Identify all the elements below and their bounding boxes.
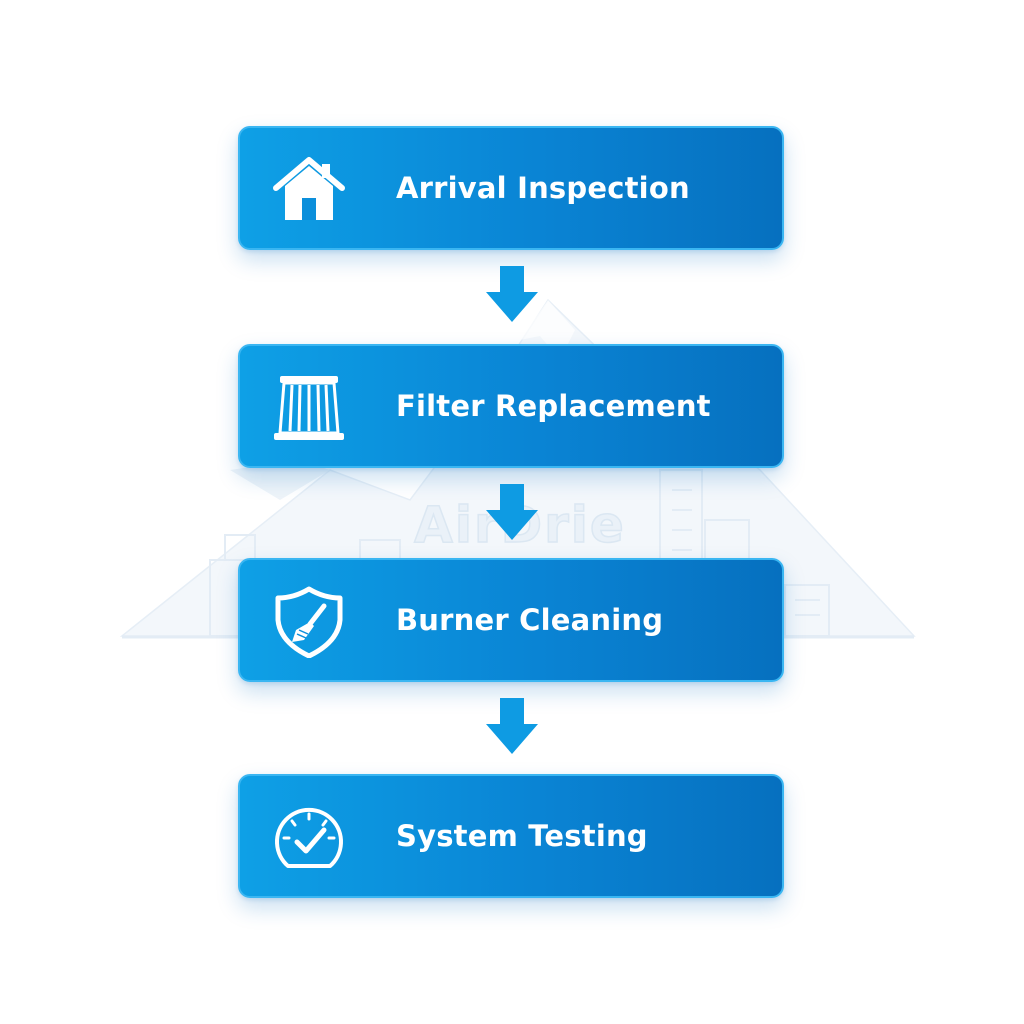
step-label: Burner Cleaning — [396, 603, 664, 637]
step-label: Filter Replacement — [396, 389, 711, 423]
filter-icon — [270, 372, 348, 444]
arrow-down-icon — [486, 266, 538, 322]
gauge-check-icon — [270, 802, 348, 874]
arrow-down-icon — [486, 698, 538, 754]
step-label: System Testing — [396, 819, 648, 853]
house-icon — [270, 154, 348, 226]
shield-brush-icon — [270, 586, 348, 658]
step-box-filter-replacement: Filter Replacement — [238, 344, 784, 468]
step-label: Arrival Inspection — [396, 171, 690, 205]
arrow-down-icon — [486, 484, 538, 540]
step-box-burner-cleaning: Burner Cleaning — [238, 558, 784, 682]
step-box-arrival-inspection: Arrival Inspection — [238, 126, 784, 250]
step-box-system-testing: System Testing — [238, 774, 784, 898]
